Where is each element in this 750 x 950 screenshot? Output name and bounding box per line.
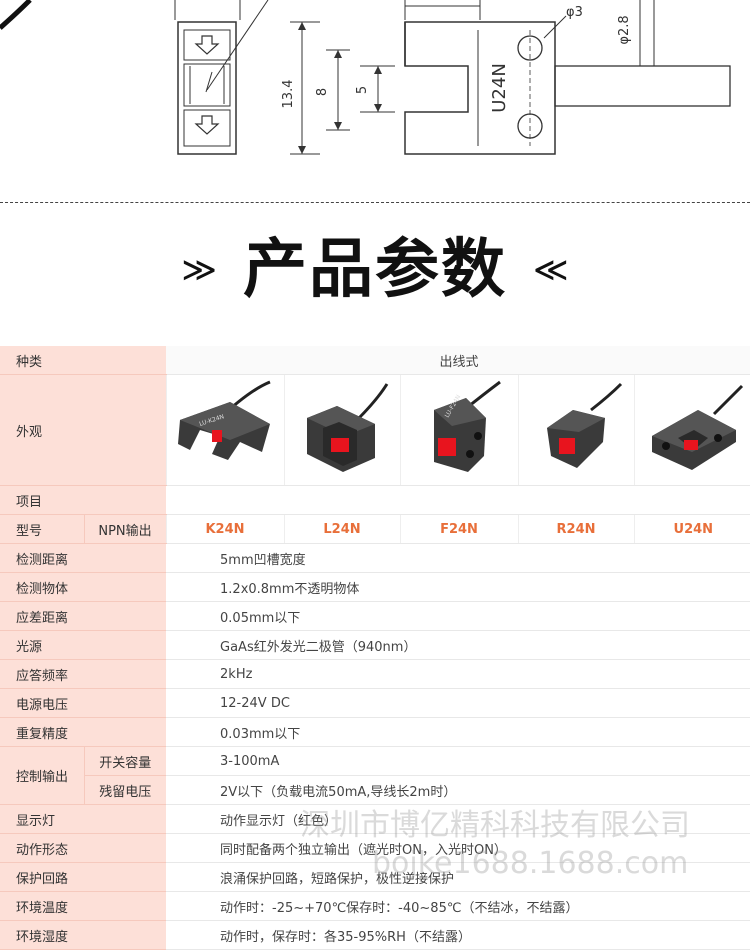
dim-8: 8 bbox=[315, 88, 330, 96]
table-row: 保护回路浪涌保护回路，短路保护，极性逆接保护 bbox=[0, 862, 750, 892]
double-chevron-right-icon: ≫ bbox=[181, 250, 217, 290]
sensor-photo bbox=[635, 375, 750, 485]
row-label: 应差距离 bbox=[0, 601, 167, 631]
row-label: 型号 bbox=[0, 514, 84, 544]
dim-phi3: φ3 bbox=[566, 5, 583, 20]
row-value: GaAs红外发光二极管（940nm） bbox=[166, 630, 750, 660]
table-row: 残留电压 2V以下（负载电流50mA,导线长2m时） bbox=[0, 775, 750, 805]
row-sublabel: NPN输出 bbox=[83, 514, 167, 544]
product-image-l24n bbox=[283, 374, 401, 486]
row-label: 重复精度 bbox=[0, 717, 167, 747]
row-value: 1.2x0.8mm不透明物体 bbox=[166, 572, 750, 602]
row-label: 光源 bbox=[0, 630, 167, 660]
row-label: 动作形态 bbox=[0, 833, 167, 863]
sensor-photo bbox=[519, 375, 634, 485]
row-label: 环境湿度 bbox=[0, 920, 167, 950]
row-label: 显示灯 bbox=[0, 804, 167, 834]
sensor-photo: LU-K24N bbox=[167, 375, 284, 485]
dimension-diagram: 13.4 8 5 U24N φ3 φ2.8 bbox=[0, 0, 731, 155]
row-value: 浪涌保护回路，短路保护，极性逆接保护 bbox=[166, 862, 750, 892]
section-title: 产品参数 bbox=[243, 233, 507, 307]
row-value: 12-24V DC bbox=[166, 688, 750, 718]
spec-table: 种类 出线式 外观 LU-K24N LU-F24N 项目 型号 NPN输出 K2… bbox=[0, 346, 750, 950]
sensor-photo: LU-F24N bbox=[401, 375, 518, 485]
row-label: 保护回路 bbox=[0, 862, 167, 892]
table-row: 显示灯动作显示灯（红色） bbox=[0, 804, 750, 834]
row-value: 0.03mm以下 bbox=[166, 717, 750, 747]
section-header: ≫ 产品参数 ≪ bbox=[0, 225, 750, 315]
sensor-photo bbox=[285, 375, 400, 485]
row-label: 项目 bbox=[0, 485, 167, 515]
row-value: 动作显示灯（红色） bbox=[166, 804, 750, 834]
table-row: 动作形态同时配备两个独立输出（遮光时ON，入光时ON） bbox=[0, 833, 750, 863]
row-label: 控制输出 bbox=[0, 746, 84, 805]
table-row: 环境湿度动作时，保存时：各35-95%RH（不结露） bbox=[0, 920, 750, 950]
dim-5: 5 bbox=[355, 86, 370, 94]
table-row-model: 型号 NPN输出 K24N L24N F24N R24N U24N bbox=[0, 514, 750, 544]
row-value: 5mm凹槽宽度 bbox=[166, 543, 750, 573]
u-sensor-outline: U24N bbox=[404, 21, 731, 155]
table-row: 项目 bbox=[0, 485, 750, 515]
row-value: 出线式 bbox=[166, 346, 750, 375]
model-name: L24N bbox=[283, 514, 401, 544]
model-name: F24N bbox=[399, 514, 519, 544]
row-value: 0.05mm以下 bbox=[166, 601, 750, 631]
row-label: 检测距离 bbox=[0, 543, 167, 573]
side-view bbox=[177, 0, 269, 155]
model-name: K24N bbox=[165, 514, 285, 544]
section-divider bbox=[0, 202, 750, 203]
model-name: U24N bbox=[633, 514, 750, 544]
table-row: 环境温度动作时：-25~+70℃保存时：-40~85℃（不结冰，不结露） bbox=[0, 891, 750, 921]
product-image-f24n: LU-F24N bbox=[399, 374, 519, 486]
row-sublabel: 开关容量 bbox=[83, 746, 167, 776]
cable-curve bbox=[0, 0, 32, 30]
product-image-r24n bbox=[517, 374, 635, 486]
product-image-u24n bbox=[633, 374, 750, 486]
model-name: R24N bbox=[517, 514, 635, 544]
table-row-appearance: 外观 LU-K24N LU-F24N bbox=[0, 374, 750, 486]
double-chevron-left-icon: ≪ bbox=[533, 250, 569, 290]
sensor-model-stamp: U24N bbox=[489, 63, 510, 113]
dim-phi2-8: φ2.8 bbox=[617, 15, 632, 44]
product-image-k24n: LU-K24N bbox=[165, 374, 285, 486]
row-label: 电源电压 bbox=[0, 688, 167, 718]
row-value: 动作时：-25~+70℃保存时：-40~85℃（不结冰，不结露） bbox=[166, 891, 750, 921]
row-value: 3-100mA bbox=[166, 746, 750, 776]
row-label: 检测物体 bbox=[0, 572, 167, 602]
table-row: 种类 出线式 bbox=[0, 346, 750, 375]
row-value: 动作时，保存时：各35-95%RH（不结露） bbox=[166, 920, 750, 950]
row-value: 同时配备两个独立输出（遮光时ON，入光时ON） bbox=[166, 833, 750, 863]
table-row: 控制输出 开关容量 3-100mA bbox=[0, 746, 750, 805]
row-label: 外观 bbox=[0, 374, 167, 486]
dim-13-4: 13.4 bbox=[281, 80, 296, 109]
row-sublabel: 残留电压 bbox=[83, 775, 167, 805]
row-label: 环境温度 bbox=[0, 891, 167, 921]
row-label: 应答频率 bbox=[0, 659, 167, 689]
row-value: 2kHz bbox=[166, 659, 750, 689]
row-label: 种类 bbox=[0, 346, 167, 375]
row-value: 2V以下（负载电流50mA,导线长2m时） bbox=[166, 775, 750, 805]
